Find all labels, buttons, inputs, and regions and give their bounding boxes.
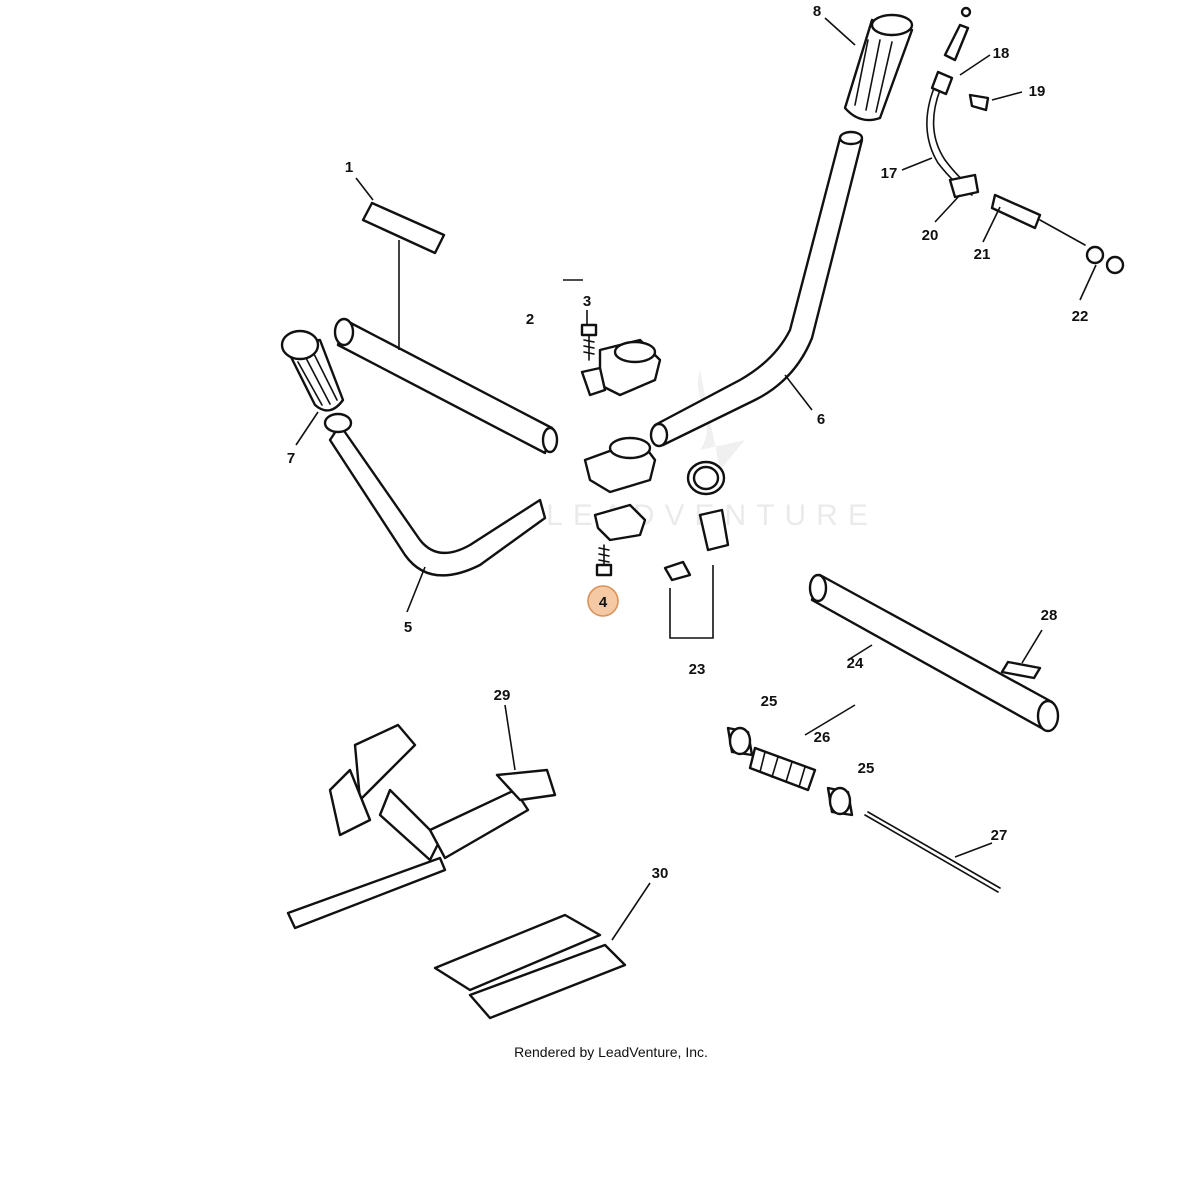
part-18-cable-end[interactable] [930, 6, 972, 96]
part-28-decal[interactable] [1000, 660, 1042, 680]
callout-25-right[interactable]: 25 [858, 760, 875, 777]
part-25-bushing-left[interactable] [726, 726, 754, 757]
callout-21[interactable]: 21 [974, 246, 991, 263]
part-22-nuts[interactable] [1085, 245, 1125, 275]
callout-23[interactable]: 23 [689, 661, 706, 678]
part-1-decal[interactable] [361, 201, 446, 255]
footer-text: Rendered by LeadVenture, Inc. [514, 1044, 708, 1060]
footer: Rendered by LeadVenture, Inc. [0, 1044, 1200, 1060]
part-7-left-grip[interactable] [280, 329, 345, 412]
callout-7[interactable]: 7 [287, 450, 295, 467]
part-23-ring-clamp[interactable] [663, 460, 730, 582]
callout-4[interactable]: 4 [599, 594, 608, 611]
part-19-screw[interactable] [968, 93, 990, 112]
callout-3[interactable]: 3 [583, 293, 591, 310]
callout-30[interactable]: 30 [652, 865, 669, 882]
part-29-harness[interactable] [286, 723, 557, 930]
callout-26[interactable]: 26 [814, 729, 831, 746]
part-21-cable-fitting[interactable] [990, 193, 1086, 246]
callout-1[interactable]: 1 [345, 159, 353, 176]
part-3-bolt[interactable] [580, 323, 598, 361]
callout-18[interactable]: 18 [993, 45, 1010, 62]
callout-22[interactable]: 22 [1072, 308, 1089, 325]
callout-5[interactable]: 5 [404, 619, 412, 636]
part-26-drive-shaft-liner[interactable] [748, 746, 817, 792]
part-2-clamp-assembly[interactable] [580, 338, 662, 542]
part-6-right-handle-tube[interactable] [649, 130, 864, 448]
part-8-right-grip[interactable] [843, 13, 914, 122]
part-30-pad[interactable] [433, 913, 627, 1020]
part-5-left-handle-tube[interactable] [323, 317, 559, 577]
callout-20[interactable]: 20 [922, 227, 939, 244]
part-27-drive-shaft[interactable] [864, 811, 1001, 893]
callout-29[interactable]: 29 [494, 687, 511, 704]
callout-8[interactable]: 8 [813, 3, 821, 20]
callout-6[interactable]: 6 [817, 411, 825, 428]
part-4-bolt[interactable] [595, 544, 613, 577]
callout-28[interactable]: 28 [1041, 607, 1058, 624]
part-24-drive-tube[interactable] [808, 573, 1060, 733]
callout-27[interactable]: 27 [991, 827, 1008, 844]
part-20-cable-bracket[interactable] [948, 173, 980, 199]
part-25-bushing-right[interactable] [826, 786, 854, 817]
callout-19[interactable]: 19 [1029, 83, 1046, 100]
callout-2[interactable]: 2 [526, 311, 534, 328]
leader-lines [295, 17, 1097, 941]
callout-24[interactable]: 24 [847, 655, 864, 672]
callout-4-highlight[interactable] [587, 585, 619, 617]
callout-labels: 1 2 3 4 5 6 7 8 17 18 19 20 21 22 23 24 … [287, 3, 1089, 882]
callout-25-left[interactable]: 25 [761, 693, 778, 710]
callout-17[interactable]: 17 [881, 165, 898, 182]
